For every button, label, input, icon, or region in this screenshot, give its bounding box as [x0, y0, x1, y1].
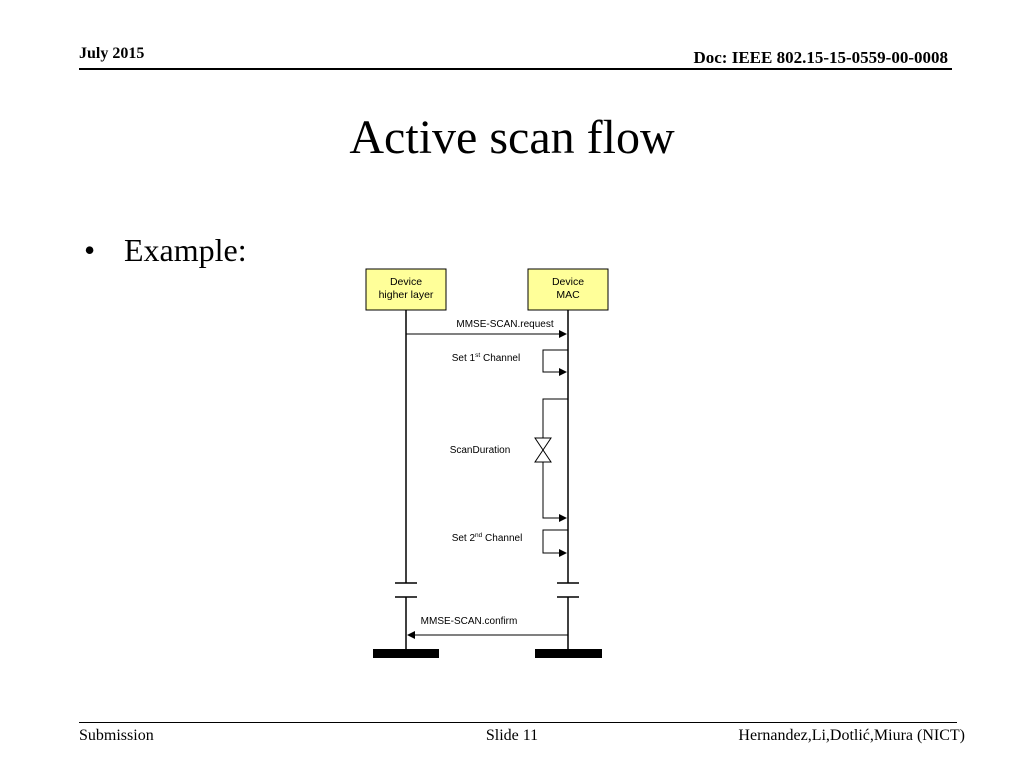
slide-title: Active scan flow: [349, 111, 675, 164]
footer-slide-number: Slide 11: [485, 727, 539, 744]
lifeline-label-line2: MAC: [556, 289, 580, 301]
lifeline-label-line2: higher layer: [379, 289, 434, 301]
footer-submission: Submission: [79, 727, 154, 744]
timer-label: ScanDuration: [450, 445, 511, 456]
header-date: July 2015: [79, 45, 145, 62]
message-scan-confirm: MMSE-SCAN.confirm: [407, 616, 568, 639]
lifeline-break-mac: [557, 582, 579, 598]
message-scan-request: MMSE-SCAN.request: [406, 319, 567, 338]
timer-scan-duration: ScanDuration: [450, 398, 568, 522]
self-loop-label: Set 1st Channel: [452, 352, 520, 364]
header-doc-id: Doc: IEEE 802.15-15-0559-00-0008: [693, 48, 948, 67]
footer-divider: [79, 722, 957, 723]
lifeline-label-line1: Device: [552, 276, 584, 288]
lifeline-end-higher-layer: [373, 649, 439, 658]
message-label: MMSE-SCAN.request: [456, 319, 553, 330]
footer-authors: Hernandez,Li,Dotlić,Miura (NICT): [738, 727, 965, 744]
header-divider: [79, 68, 952, 70]
lifeline-end-mac: [535, 649, 602, 658]
hourglass-icon: [534, 437, 552, 451]
self-loop-set-1st-channel: Set 1st Channel: [452, 349, 568, 376]
lifeline-break-higher-layer: [395, 582, 417, 598]
bullet-item: • Example:: [84, 228, 247, 272]
self-loop-set-2nd-channel: Set 2nd Channel: [452, 529, 568, 557]
bullet-dot: •: [84, 232, 96, 268]
bullet-text: Example:: [124, 232, 247, 268]
lifeline-box-mac: Device MAC: [527, 268, 609, 311]
message-label: MMSE-SCAN.confirm: [421, 616, 518, 627]
lifeline-label-line1: Device: [390, 276, 422, 288]
self-loop-label: Set 2nd Channel: [452, 532, 523, 544]
lifeline-box-higher-layer: Device higher layer: [365, 268, 447, 311]
